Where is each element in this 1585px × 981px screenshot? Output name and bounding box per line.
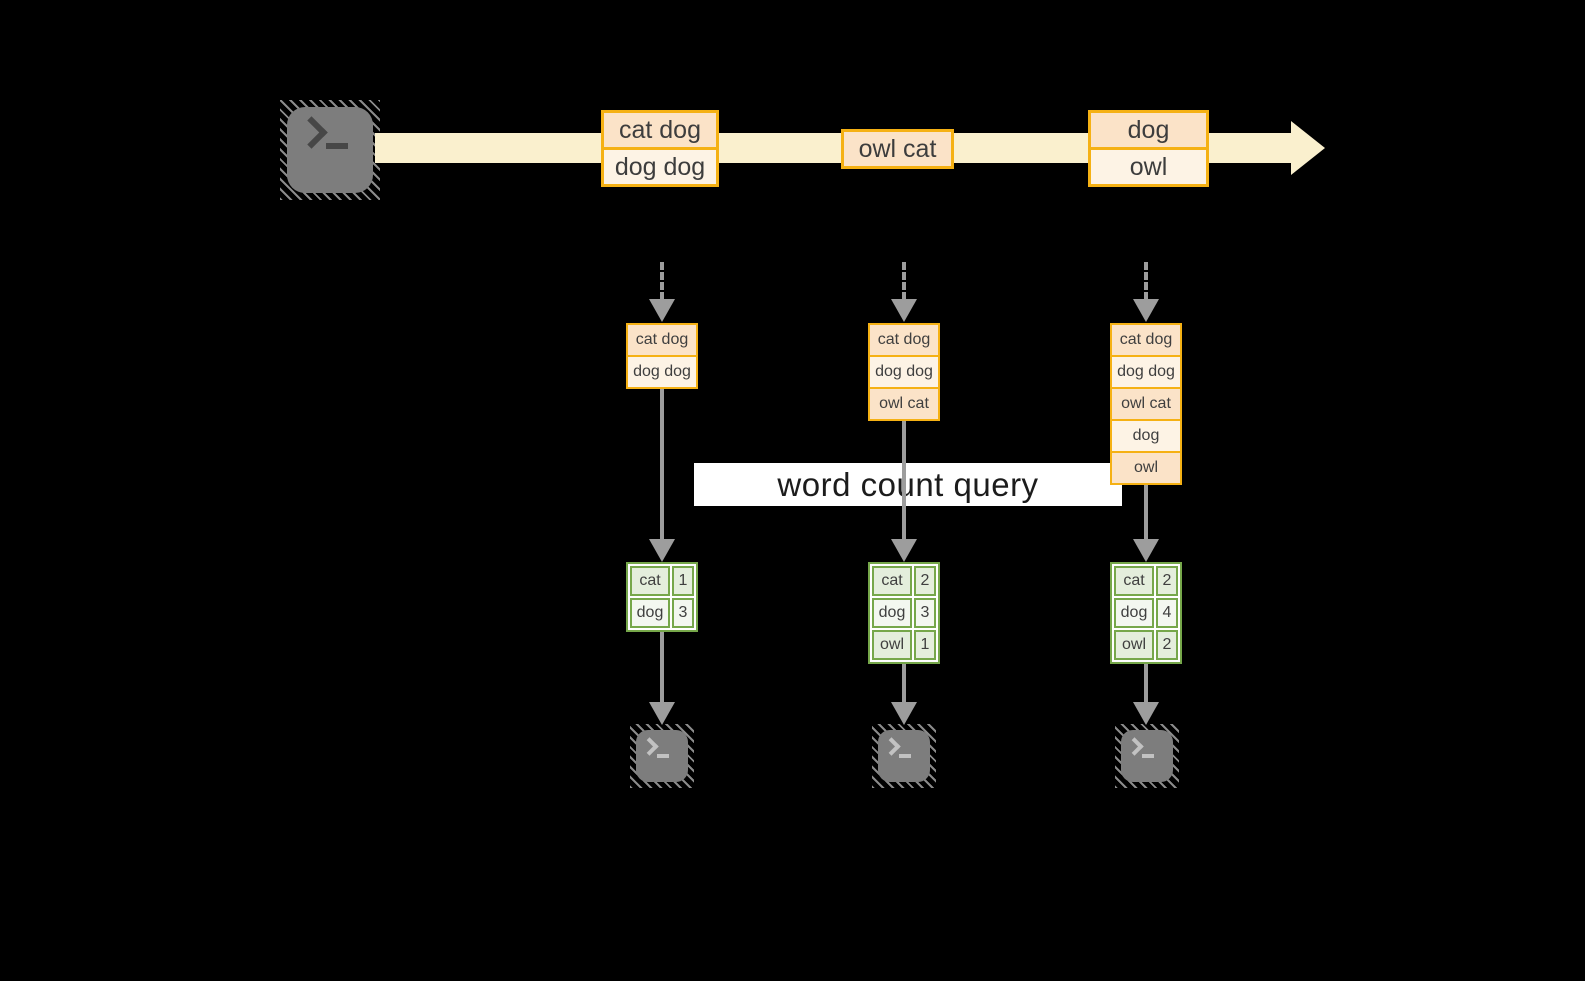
count-word-cell: dog [872,598,912,628]
count-word-cell: cat [630,566,670,596]
terminal-prompt-icon [640,737,659,756]
output-arrow-line-3 [1144,656,1148,703]
query-arrowhead-2 [891,539,917,562]
buffer-record: cat dog [870,325,938,355]
buffer-stack-2: cat dog dog dog owl cat [868,323,940,421]
output-arrowhead-3 [1133,702,1159,725]
terminal-prompt-icon [295,116,328,149]
terminal-cursor-icon [899,754,911,758]
buffer-record: cat dog [1112,325,1180,355]
stream-record: dog [1091,113,1206,147]
buffer-record: cat dog [628,325,696,355]
count-table-1: cat 1 dog 3 [626,562,698,632]
count-word-cell: dog [630,598,670,628]
buffer-record: owl cat [870,387,938,419]
output-arrow-line-2 [902,656,906,703]
count-value-cell: 2 [1156,630,1178,660]
stream-record: dog dog [604,147,716,184]
query-arrow-line-3 [1144,484,1148,540]
buffer-record: dog dog [1112,355,1180,387]
count-table-3: cat 2 dog 4 owl 2 [1110,562,1182,664]
ingest-arrowhead-1 [649,299,675,322]
query-label: word count query [694,463,1122,506]
buffer-record: dog dog [628,355,696,387]
output-arrowhead-2 [891,702,917,725]
terminal-screen [1121,730,1173,782]
stream-record: owl [1091,147,1206,184]
query-arrowhead-1 [649,539,675,562]
count-value-cell: 1 [914,630,936,660]
count-word-cell: cat [1114,566,1154,596]
stream-arrowhead-icon [1291,121,1325,175]
terminal-screen [287,107,373,193]
ingest-arrow-dash-2 [902,262,906,300]
count-word-cell: cat [872,566,912,596]
buffer-stack-3: cat dog dog dog owl cat dog owl [1110,323,1182,485]
terminal-prompt-icon [882,737,901,756]
query-arrowhead-3 [1133,539,1159,562]
stream-batch-3: dog owl [1088,110,1209,187]
ingest-arrow-dash-1 [660,262,664,300]
terminal-cursor-icon [657,754,669,758]
ingest-arrowhead-3 [1133,299,1159,322]
ingest-arrow-dash-3 [1144,262,1148,300]
terminal-screen [878,730,930,782]
stream-batch-1: cat dog dog dog [601,110,719,187]
count-value-cell: 2 [1156,566,1178,596]
count-word-cell: owl [1114,630,1154,660]
output-arrowhead-1 [649,702,675,725]
count-word-cell: owl [872,630,912,660]
terminal-screen [636,730,688,782]
ingest-arrowhead-2 [891,299,917,322]
buffer-record: dog dog [870,355,938,387]
terminal-cursor-icon [326,143,348,149]
terminal-prompt-icon [1125,737,1144,756]
count-value-cell: 4 [1156,598,1178,628]
count-table-2: cat 2 dog 3 owl 1 [868,562,940,664]
source-terminal-icon [280,100,380,200]
sink-terminal-icon-1 [630,724,694,788]
buffer-record: owl cat [1112,387,1180,419]
stream-record: cat dog [604,113,716,147]
stream-record: owl cat [844,132,951,166]
query-arrow-line-2 [902,420,906,540]
sink-terminal-icon-3 [1115,724,1179,788]
buffer-stack-1: cat dog dog dog [626,323,698,389]
count-value-cell: 3 [914,598,936,628]
query-arrow-line-1 [660,388,664,540]
sink-terminal-icon-2 [872,724,936,788]
count-value-cell: 1 [672,566,694,596]
stream-batch-2: owl cat [841,129,954,169]
buffer-record: dog [1112,419,1180,451]
count-word-cell: dog [1114,598,1154,628]
buffer-record: owl [1112,451,1180,483]
terminal-cursor-icon [1142,754,1154,758]
output-arrow-line-1 [660,626,664,703]
count-value-cell: 2 [914,566,936,596]
count-value-cell: 3 [672,598,694,628]
